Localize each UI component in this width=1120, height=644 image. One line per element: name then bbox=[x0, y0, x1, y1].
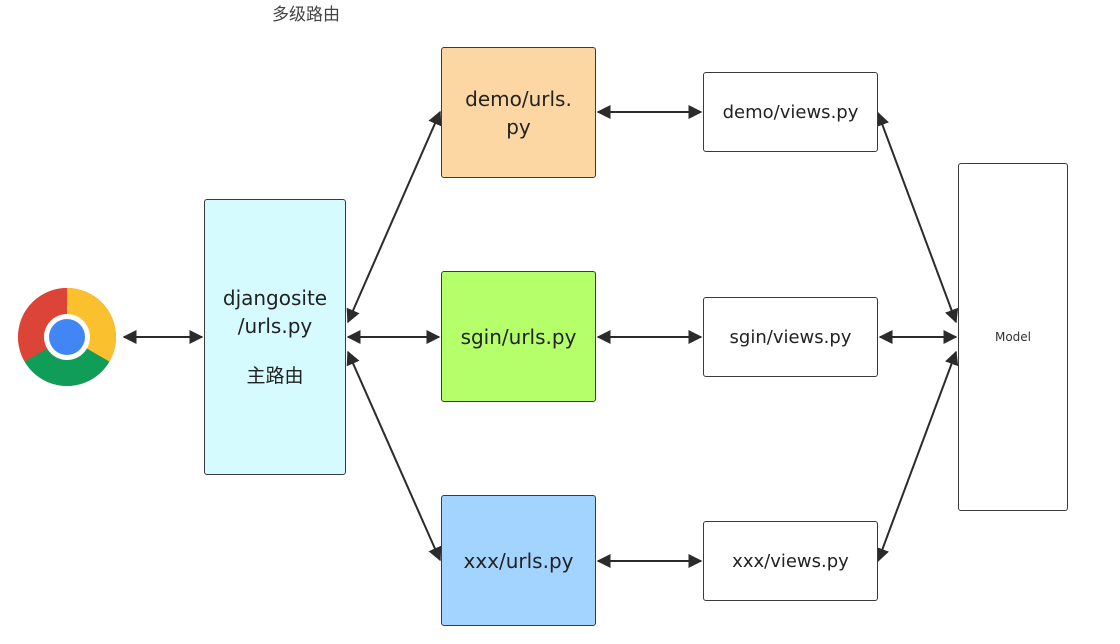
main-router-box: djangosite /urls.py 主路由 bbox=[204, 199, 346, 475]
sgin-urls-box: sgin/urls.py bbox=[441, 271, 596, 402]
demo-views-box: demo/views.py bbox=[703, 72, 878, 152]
main-router-line2: /urls.py bbox=[237, 314, 313, 338]
model-label: Model bbox=[994, 330, 1032, 344]
model-box: Model bbox=[958, 163, 1068, 511]
demo-urls-label: demo/urls. py bbox=[465, 86, 572, 139]
sgin-urls-label: sgin/urls.py bbox=[460, 324, 577, 349]
diagram-title: 多级路由 bbox=[272, 5, 340, 25]
chrome-browser-icon bbox=[18, 288, 116, 386]
xxx-urls-box: xxx/urls.py bbox=[441, 495, 596, 626]
main-router-subtitle: 主路由 bbox=[246, 365, 304, 387]
main-router-line1: djangosite bbox=[222, 286, 328, 310]
arrow-xxx-views-model bbox=[875, 350, 959, 563]
xxx-urls-label: xxx/urls.py bbox=[463, 548, 574, 573]
arrow-demo-views-model bbox=[875, 111, 959, 324]
arrow-main-xxx bbox=[346, 350, 442, 562]
arrow-main-demo bbox=[346, 110, 442, 324]
xxx-views-box: xxx/views.py bbox=[703, 521, 878, 601]
sgin-views-label: sgin/views.py bbox=[729, 326, 852, 348]
demo-urls-box: demo/urls. py bbox=[441, 47, 596, 178]
xxx-views-label: xxx/views.py bbox=[732, 550, 849, 572]
demo-views-label: demo/views.py bbox=[722, 101, 859, 123]
sgin-views-box: sgin/views.py bbox=[703, 297, 878, 377]
